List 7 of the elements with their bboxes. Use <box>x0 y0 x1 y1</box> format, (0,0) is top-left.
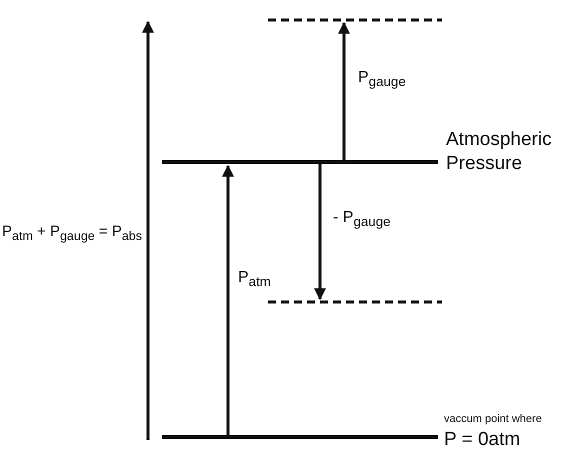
level-label: Atmospheric Pressure <box>446 128 553 176</box>
quantity-label: P$_{gauge}$ <box>358 68 407 92</box>
equation-label: P$_{atm}$ + P$_{gauge}$ = P$_{abs}$ <box>2 222 142 245</box>
quantity-label: - P$_{gauge}$ <box>333 208 392 232</box>
quantity-label: P$_{atm}$ <box>238 268 272 292</box>
level-label: P = 0atm <box>444 428 522 452</box>
level-label: vaccum point where <box>444 412 543 426</box>
